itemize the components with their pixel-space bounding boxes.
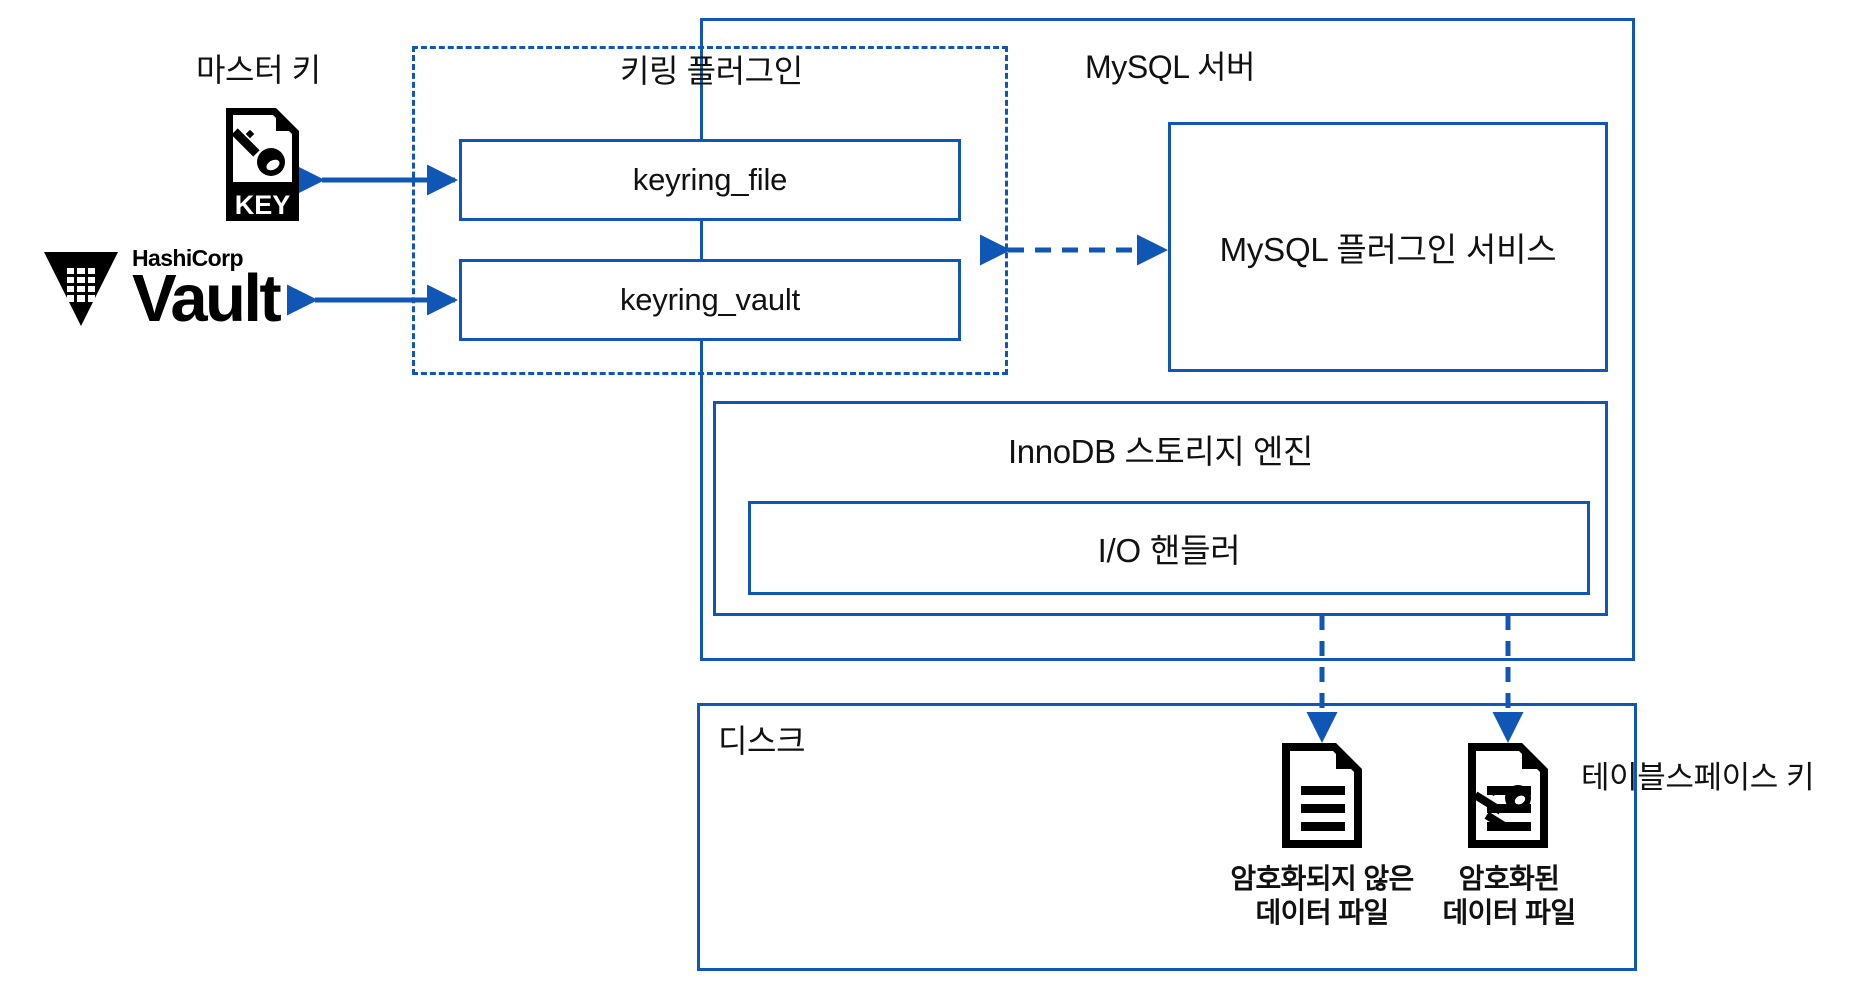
- vault-brand-name: Vault: [132, 261, 282, 337]
- plain-data-file-icon: [1276, 740, 1368, 852]
- encrypted-data-file-icon: [1462, 740, 1554, 852]
- encrypted-data-file-caption-line2: 데이터 파일: [1442, 897, 1577, 929]
- plain-data-file-caption: 암호화되지 않은 데이터 파일: [1162, 862, 1482, 930]
- keyring-plugin-container: [412, 46, 1008, 375]
- innodb-storage-engine-label: InnoDB 스토리지 엔진: [1008, 433, 1313, 470]
- keyring-plugin-label: 키링 플러그인: [620, 53, 803, 89]
- hashicorp-vault-logo: HashiCorp Vault: [44, 245, 282, 337]
- keyring-vault-box[interactable]: keyring_vault: [459, 259, 961, 341]
- keyring-vault-label: keyring_vault: [619, 282, 801, 317]
- vault-brand-top: HashiCorp: [132, 245, 244, 271]
- vault-triangle-icon: [44, 251, 118, 326]
- keyring-file-label: keyring_file: [632, 162, 788, 197]
- plain-data-file-caption-line2: 데이터 파일: [1255, 897, 1390, 929]
- plain-data-file-caption-line1: 암호화되지 않은: [1230, 863, 1414, 894]
- key-file-icon-text: KEY: [235, 190, 291, 220]
- key-file-icon: KEY: [221, 105, 304, 223]
- keyring-file-box[interactable]: keyring_file: [459, 139, 961, 221]
- mysql-plugin-service-box[interactable]: MySQL 플러그인 서비스: [1168, 122, 1608, 372]
- encrypted-data-file-caption: 암호화된 데이터 파일: [1386, 862, 1632, 930]
- disk-container: [697, 703, 1637, 971]
- master-key-label: 마스터 키: [196, 52, 321, 88]
- mysql-plugin-service-label: MySQL 플러그인 서비스: [1219, 231, 1557, 268]
- mysql-server-label: MySQL 서버: [1085, 49, 1256, 85]
- tablespace-key-label: 테이블스페이스 키: [1581, 760, 1815, 795]
- io-handler-box[interactable]: I/O 핸들러: [748, 501, 1590, 595]
- io-handler-label: I/O 핸들러: [1097, 532, 1241, 569]
- disk-label: 디스크: [718, 723, 806, 759]
- encrypted-data-file-caption-line1: 암호화된: [1458, 863, 1560, 894]
- vault-dots-icon: [67, 267, 95, 302]
